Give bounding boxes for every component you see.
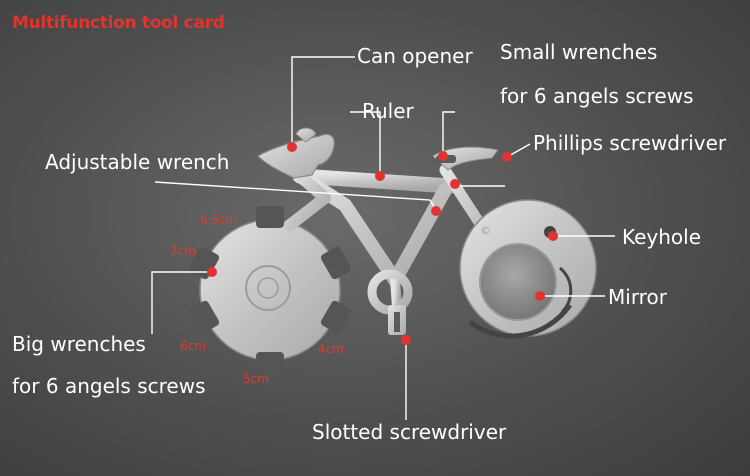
front-wheel: ©: [459, 199, 597, 339]
label-adjustable-wrench: Adjustable wrench: [45, 150, 230, 174]
can-opener-saddle: [257, 133, 335, 179]
label-big-wrenches-1: Big wrenches: [12, 332, 146, 356]
measure-6-5cm: 6.5cm: [200, 213, 238, 227]
label-mirror: Mirror: [608, 285, 667, 309]
label-ruler: Ruler: [362, 99, 414, 123]
phillips-handlebar: [432, 146, 499, 171]
measure-7cm: 7cm: [170, 244, 196, 258]
crank-slotted-screwdriver: [367, 269, 413, 335]
label-small-wrenches-1: Small wrenches: [500, 40, 658, 64]
mirror-disc: [479, 243, 557, 321]
big-wrench-gear: [188, 206, 352, 374]
svg-text:©: ©: [480, 224, 491, 237]
label-small-wrenches-2: for 6 angels screws: [500, 84, 694, 108]
measure-5cm: 5cm: [243, 372, 269, 386]
measure-6cm: 6cm: [180, 339, 206, 353]
label-phillips-screwdriver: Phillips screwdriver: [533, 131, 727, 155]
label-big-wrenches-2: for 6 angels screws: [12, 374, 206, 398]
label-slotted-screwdriver: Slotted screwdriver: [312, 420, 507, 444]
page-title: Multifunction tool card: [12, 13, 225, 33]
measure-4cm: 4cm: [318, 342, 344, 356]
label-can-opener: Can opener: [357, 44, 473, 68]
label-keyhole: Keyhole: [622, 225, 702, 249]
callout-dots: [207, 142, 558, 345]
